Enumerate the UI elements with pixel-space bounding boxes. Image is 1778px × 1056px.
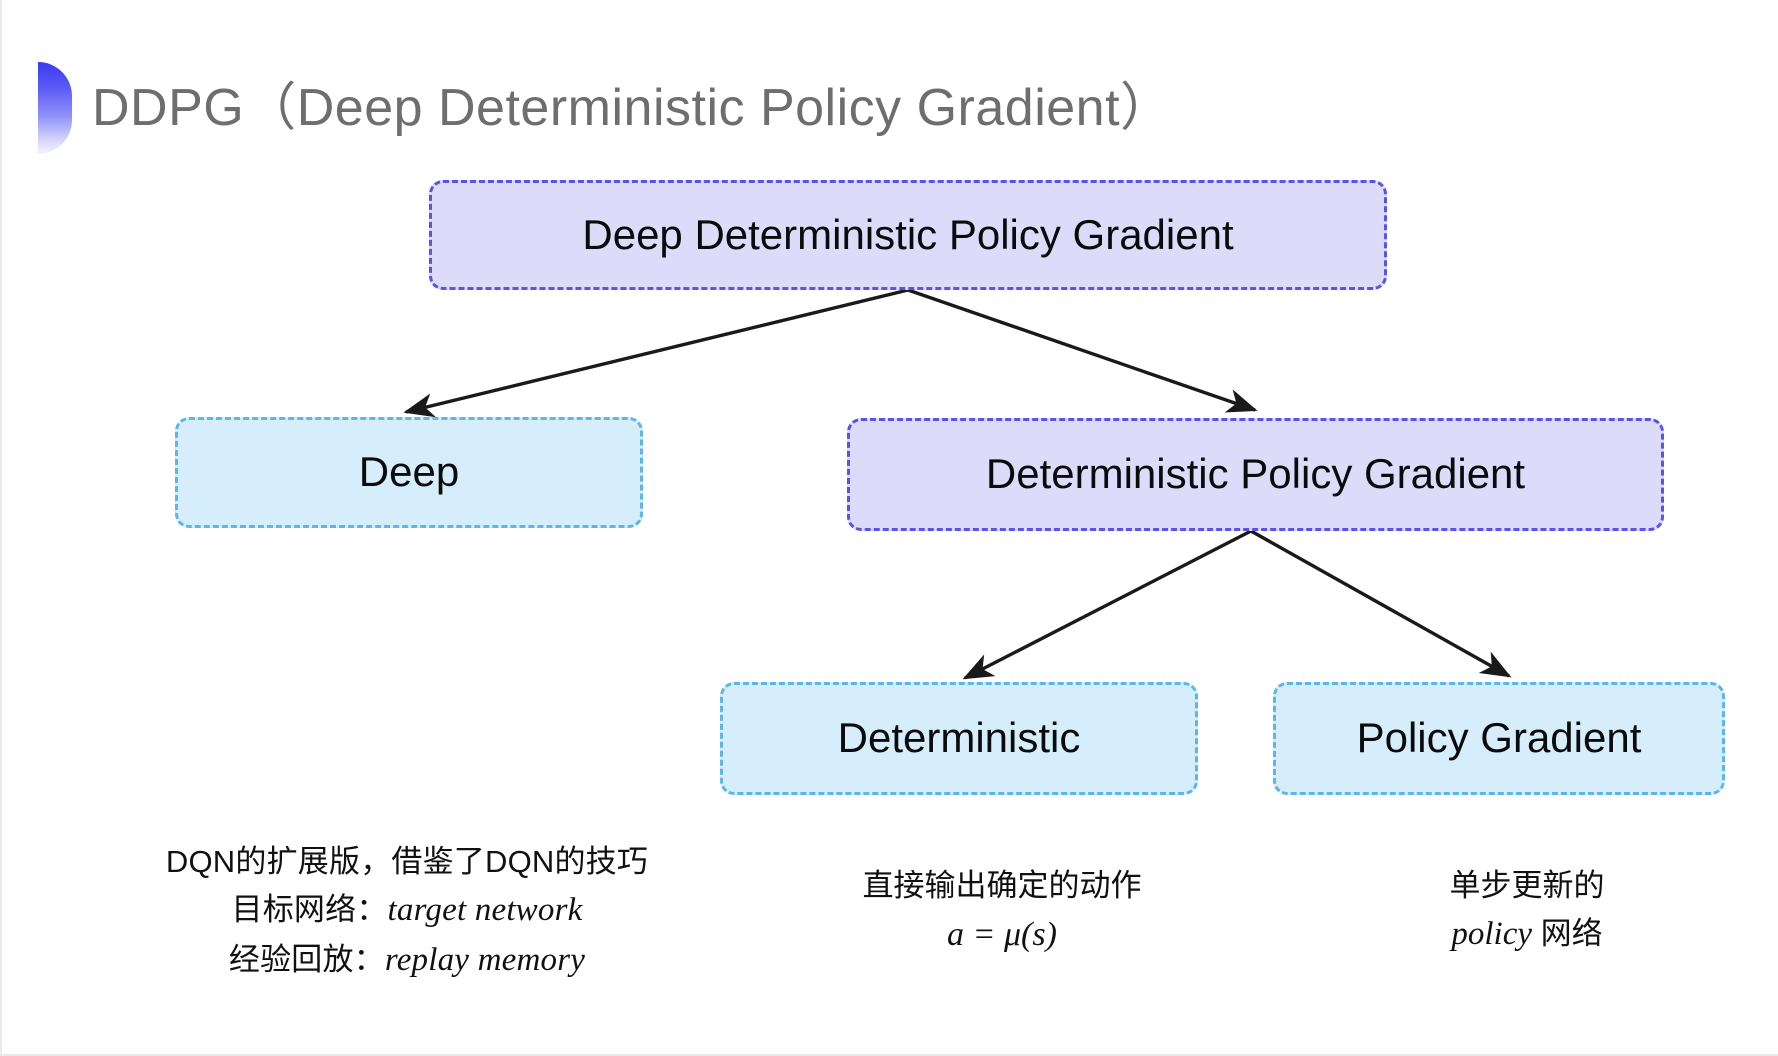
node-deep-deterministic-policy-gradient[interactable]: Deep Deterministic Policy Gradient bbox=[429, 180, 1387, 290]
node-deterministic[interactable]: Deterministic bbox=[720, 682, 1198, 795]
caption-deterministic-formula: a = μ(s) bbox=[947, 916, 1057, 954]
node-deterministic-policy-gradient[interactable]: Deterministic Policy Gradient bbox=[847, 418, 1664, 531]
node-label: Deep Deterministic Policy Gradient bbox=[582, 210, 1234, 258]
caption-policy-gradient-line2: policy 网络 bbox=[1347, 909, 1707, 959]
caption-deterministic: 直接输出确定的动作 a = μ(s) bbox=[792, 862, 1212, 961]
page-title: DDPG（Deep Deterministic Policy Gradient） bbox=[38, 60, 1173, 156]
half-circle-gradient-icon bbox=[38, 62, 72, 154]
edge-root-to-deep bbox=[403, 288, 909, 418]
caption-deep-line2-prefix: 目标网络： bbox=[231, 892, 388, 928]
caption-policy-gradient-line1: 单步更新的 bbox=[1449, 868, 1605, 903]
node-deep[interactable]: Deep bbox=[175, 417, 643, 528]
node-policy-gradient[interactable]: Policy Gradient bbox=[1273, 682, 1725, 795]
caption-deterministic-line1: 直接输出确定的动作 bbox=[862, 868, 1142, 903]
caption-deep-line1: DQN的扩展版，借鉴了DQN的技巧 bbox=[165, 844, 649, 879]
caption-policy-gradient-term: policy bbox=[1451, 916, 1532, 953]
node-label: Deterministic Policy Gradient bbox=[985, 450, 1526, 498]
caption-deep: DQN的扩展版，借鉴了DQN的技巧 目标网络：target network 经验… bbox=[122, 838, 692, 985]
caption-deep-line2: 目标网络：target network bbox=[122, 885, 692, 935]
edge-dpg-to-policy-gradient bbox=[1250, 529, 1512, 678]
caption-deep-line2-term: target network bbox=[387, 892, 583, 929]
caption-deep-line3: 经验回放：replay memory bbox=[122, 935, 692, 985]
node-label: Deterministic bbox=[837, 714, 1081, 762]
caption-deep-line3-prefix: 经验回放： bbox=[228, 942, 385, 978]
caption-policy-gradient: 单步更新的 policy 网络 bbox=[1347, 862, 1707, 959]
page-title-text: DDPG（Deep Deterministic Policy Gradient） bbox=[92, 79, 1173, 137]
edge-dpg-to-deterministic bbox=[962, 529, 1252, 680]
node-label: Deep bbox=[358, 448, 460, 496]
caption-policy-gradient-suffix: 网络 bbox=[1532, 916, 1603, 952]
edge-root-to-dpg bbox=[907, 288, 1258, 413]
caption-deep-line3-term: replay memory bbox=[384, 942, 586, 979]
node-label: Policy Gradient bbox=[1356, 714, 1642, 762]
